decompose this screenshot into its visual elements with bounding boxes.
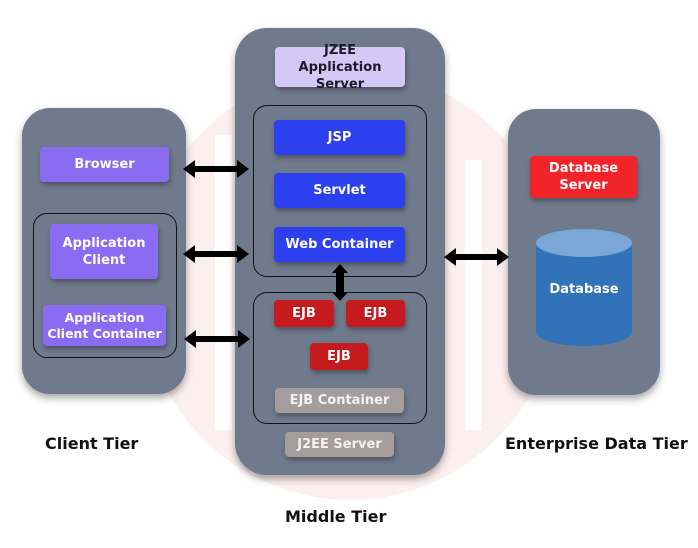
ejb-box-1[interactable]: EJB — [274, 300, 334, 327]
database-label: Database — [549, 281, 619, 297]
client-container-group — [33, 213, 177, 358]
app-server-title: JZEE Application Server — [275, 43, 405, 92]
jsp-box[interactable]: JSP — [274, 120, 405, 155]
database-cylinder-icon[interactable] — [535, 228, 633, 350]
client-tier-label: Client Tier — [45, 434, 139, 453]
database-server-box[interactable]: Database Server — [530, 156, 637, 198]
arrow-container-ejb — [184, 330, 250, 348]
ejb-container-label: EJB Container — [275, 388, 404, 413]
middle-tier-label: Middle Tier — [285, 507, 387, 526]
arrow-appclient-web — [183, 245, 249, 263]
arrow-browser-web — [183, 160, 249, 178]
browser-box[interactable]: Browser — [40, 147, 169, 182]
application-client-container-box[interactable]: Application Client Container — [43, 305, 166, 346]
arrow-web-ejb — [332, 264, 348, 301]
enterprise-data-tier-label: Enterprise Data Tier — [505, 434, 688, 453]
arrow-middle-data — [444, 248, 509, 266]
ejb-box-3[interactable]: EJB — [310, 343, 368, 370]
ejb-box-2[interactable]: EJB — [346, 300, 405, 327]
application-client-box[interactable]: Application Client — [50, 224, 158, 279]
servlet-box[interactable]: Servlet — [274, 173, 405, 208]
j2ee-server-label: J2EE Server — [285, 432, 394, 457]
web-container-box[interactable]: Web Container — [274, 227, 405, 262]
